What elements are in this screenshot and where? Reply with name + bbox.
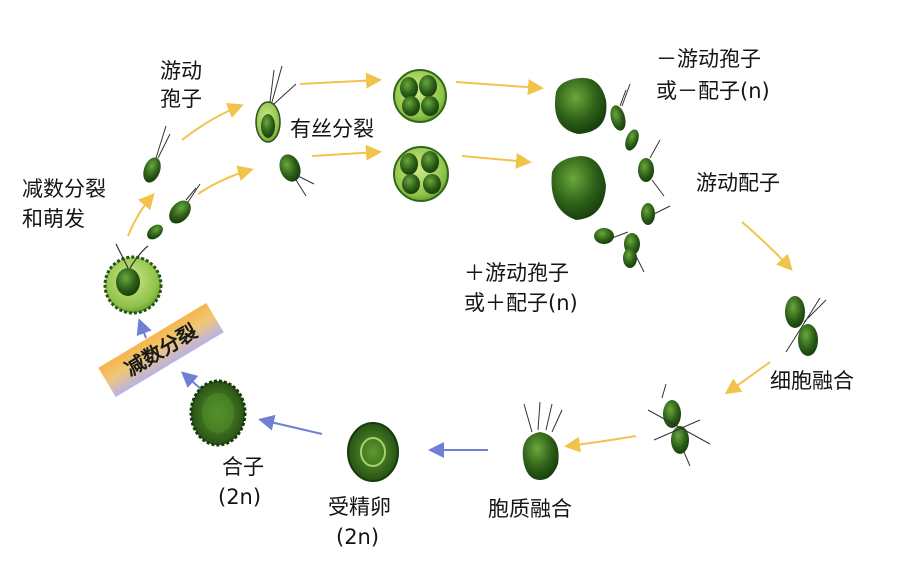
pairing-gametes bbox=[785, 296, 827, 356]
arrow-germination-up bbox=[127, 192, 155, 237]
zoospore-cell bbox=[147, 224, 163, 240]
germinating-zygote bbox=[103, 243, 163, 315]
label-meiosis-germination-line2: 和萌发 bbox=[22, 207, 85, 231]
label-plus-zoospore-line2: 或＋配子(n) bbox=[464, 291, 578, 315]
sporangium-lower bbox=[393, 146, 449, 202]
label-minus-zoospore-line2: 或－配子(n) bbox=[656, 79, 770, 103]
arrow-mitosis-upper bbox=[299, 72, 382, 89]
cycle-arrows bbox=[127, 72, 793, 458]
label-zoospore-line1: 游动 bbox=[160, 59, 202, 83]
label-motile-gamete: 游动配子 bbox=[696, 171, 780, 195]
arrow-meiosis-to-germination bbox=[136, 318, 152, 339]
arrow-mitosis-lower bbox=[311, 144, 382, 161]
label-fertilized-egg-line1: 受精卵 bbox=[328, 495, 391, 519]
arrow-to-lower-zoospore bbox=[197, 165, 254, 195]
released-plus-gametes bbox=[551, 139, 671, 273]
zoospore-cell bbox=[143, 125, 171, 183]
zygote bbox=[189, 379, 247, 447]
label-cell-fusion: 细胞融合 bbox=[770, 369, 854, 393]
haploid-cell-upper bbox=[255, 65, 297, 143]
zoospore-cell bbox=[169, 183, 201, 224]
arrow-release-upper bbox=[455, 79, 544, 96]
arrow-to-zygote bbox=[258, 414, 323, 435]
label-minus-zoospore-line1: －游动孢子 bbox=[656, 47, 761, 71]
plasmogamy-cell bbox=[522, 401, 563, 480]
label-plus-zoospore-line1: ＋游动孢子 bbox=[464, 261, 569, 285]
released-minus-gametes bbox=[554, 77, 639, 151]
fusing-cells bbox=[647, 383, 711, 467]
arrow-zygote-to-meiosis bbox=[181, 371, 203, 391]
label-mitosis: 有丝分裂 bbox=[290, 117, 374, 141]
label-zygote-line2: (2n) bbox=[218, 485, 262, 509]
label-fertilized-egg-line2: (2n) bbox=[336, 525, 380, 549]
label-zoospore-line2: 孢子 bbox=[160, 87, 202, 111]
arrow-to-plasmogamy bbox=[564, 435, 637, 453]
fertilized-egg bbox=[347, 422, 399, 482]
label-zygote-line1: 合子 bbox=[222, 455, 264, 479]
label-meiosis-germination-line1: 减数分裂 bbox=[22, 177, 106, 201]
arrow-to-pairing bbox=[741, 221, 793, 271]
sporangium-upper bbox=[393, 69, 447, 123]
arrow-release-lower bbox=[461, 152, 532, 169]
arrow-to-cell-fusion bbox=[724, 361, 771, 395]
label-plasmogamy: 胞质融合 bbox=[488, 497, 572, 521]
arrow-to-upper-zoospore bbox=[181, 103, 244, 141]
haploid-cell-lower bbox=[279, 154, 315, 197]
